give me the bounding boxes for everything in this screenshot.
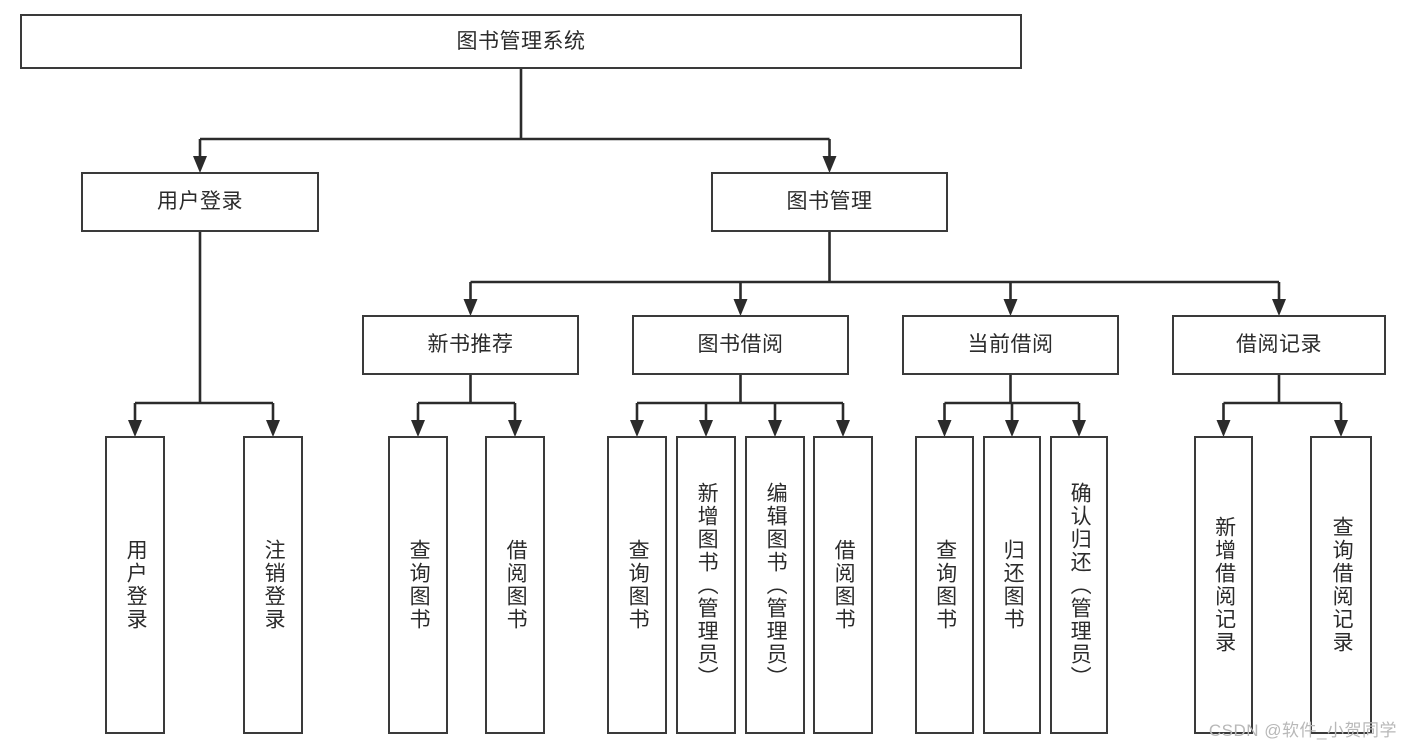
arrowhead: [508, 420, 522, 437]
node-label: 查询图书: [626, 539, 650, 631]
node-leaf_confirm_return[interactable]: 确认归还（管理员）: [1050, 436, 1108, 734]
arrowhead: [822, 156, 837, 173]
arrowhead: [768, 420, 782, 437]
node-leaf_query_book_3[interactable]: 查询图书: [915, 436, 974, 734]
watermark: CSDN @软件_小贺同学: [1208, 721, 1397, 740]
node-label: 借阅记录: [1236, 333, 1322, 357]
node-leaf_user_login[interactable]: 用户登录: [105, 436, 165, 734]
node-leaf_add_record[interactable]: 新增借阅记录: [1194, 436, 1253, 734]
node-new_book_rec[interactable]: 新书推荐: [362, 315, 579, 375]
node-label: 确认归还（管理员）: [1068, 481, 1092, 689]
node-label: 当前借阅: [967, 333, 1054, 357]
arrowhead: [1272, 299, 1286, 316]
node-label: 借阅图书: [832, 539, 856, 631]
node-label: 借阅图书: [504, 539, 528, 631]
node-label: 查询借阅记录: [1330, 516, 1354, 654]
node-label: 新增图书（管理员）: [695, 481, 719, 689]
node-label: 注销登录: [262, 539, 286, 631]
arrowhead: [699, 420, 713, 437]
arrowhead: [1005, 420, 1019, 437]
arrowhead: [463, 299, 478, 316]
node-leaf_borrow_book_1[interactable]: 借阅图书: [485, 436, 545, 734]
arrowhead: [733, 299, 748, 316]
node-leaf_query_record[interactable]: 查询借阅记录: [1310, 436, 1372, 734]
arrowhead: [1334, 420, 1348, 437]
node-book_manage[interactable]: 图书管理: [711, 172, 948, 232]
node-label: 新书推荐: [427, 333, 514, 357]
node-current_borrow[interactable]: 当前借阅: [902, 315, 1119, 375]
node-leaf_logout_login[interactable]: 注销登录: [243, 436, 303, 734]
node-leaf_borrow_book_2[interactable]: 借阅图书: [813, 436, 873, 734]
node-leaf_query_book_1[interactable]: 查询图书: [388, 436, 448, 734]
node-label: 用户登录: [157, 190, 243, 214]
node-borrow_record[interactable]: 借阅记录: [1172, 315, 1386, 375]
node-label: 查询图书: [407, 539, 431, 631]
node-leaf_query_book_2[interactable]: 查询图书: [607, 436, 667, 734]
arrowhead: [1003, 299, 1018, 316]
arrowhead: [128, 420, 142, 437]
arrowhead: [193, 156, 207, 173]
arrowhead: [1072, 420, 1086, 437]
arrowhead: [411, 420, 425, 437]
node-label: 用户登录: [124, 539, 148, 631]
node-label: 图书管理: [786, 190, 873, 214]
node-label: 归还图书: [1001, 539, 1025, 631]
node-leaf_add_book[interactable]: 新增图书（管理员）: [676, 436, 736, 734]
node-label: 图书管理系统: [456, 29, 586, 53]
node-label: 新增借阅记录: [1212, 516, 1236, 654]
node-label: 编辑图书（管理员）: [764, 481, 788, 689]
node-label: 查询图书: [933, 539, 957, 631]
node-root[interactable]: 图书管理系统: [20, 14, 1022, 69]
node-leaf_return_book[interactable]: 归还图书: [983, 436, 1041, 734]
arrowhead: [266, 420, 280, 437]
arrowhead: [836, 420, 850, 437]
arrowhead: [630, 420, 644, 437]
node-user_login[interactable]: 用户登录: [81, 172, 319, 232]
node-leaf_edit_book[interactable]: 编辑图书（管理员）: [745, 436, 805, 734]
arrowhead: [937, 420, 952, 437]
node-label: 图书借阅: [697, 333, 784, 357]
arrowhead: [1216, 420, 1231, 437]
node-book_borrow[interactable]: 图书借阅: [632, 315, 849, 375]
